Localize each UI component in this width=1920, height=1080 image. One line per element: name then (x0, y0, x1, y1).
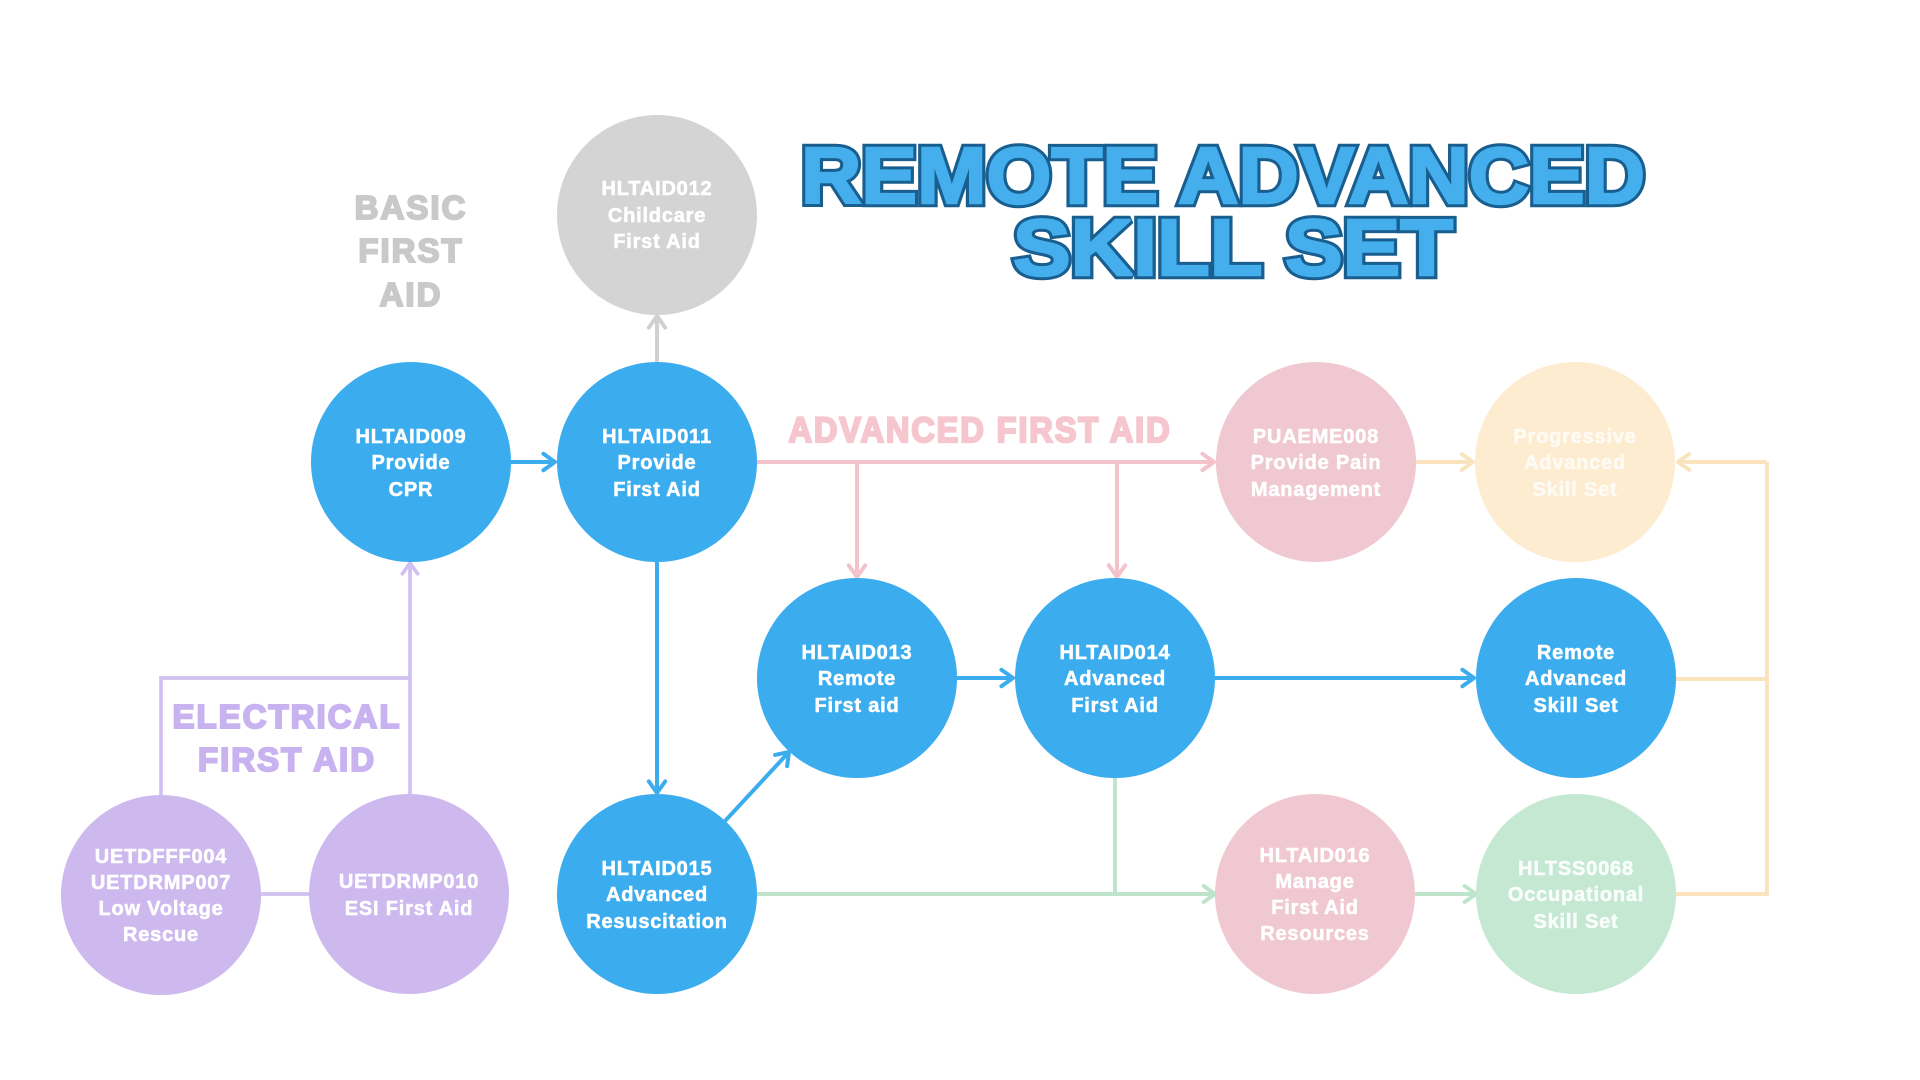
svg-text:First Aid: First Aid (1271, 897, 1359, 919)
svg-text:HLTSS0068: HLTSS0068 (1518, 858, 1634, 880)
svg-text:Advanced: Advanced (606, 884, 708, 906)
svg-text:CPR: CPR (389, 479, 434, 501)
svg-text:Advanced: Advanced (1524, 452, 1626, 474)
svg-text:ELECTRICAL: ELECTRICAL (173, 698, 402, 735)
svg-text:ESI First Aid: ESI First Aid (345, 898, 474, 920)
svg-text:REMOTE ADVANCED: REMOTE ADVANCED (801, 132, 1645, 221)
svg-text:Skill Set: Skill Set (1532, 479, 1617, 501)
svg-text:UETDFFF004: UETDFFF004 (95, 846, 228, 868)
svg-text:UETDRMP010: UETDRMP010 (339, 871, 479, 893)
svg-text:HLTAID009: HLTAID009 (356, 426, 467, 448)
svg-text:Progressive: Progressive (1513, 426, 1636, 448)
svg-text:HLTAID016: HLTAID016 (1260, 845, 1371, 867)
svg-text:PUAEME008: PUAEME008 (1253, 426, 1379, 448)
svg-text:SKILL SET: SKILL SET (1013, 203, 1453, 292)
svg-text:UETDRMP007: UETDRMP007 (91, 872, 231, 894)
svg-text:HLTAID012: HLTAID012 (602, 178, 713, 200)
svg-text:HLTAID013: HLTAID013 (802, 642, 913, 664)
svg-text:BASIC: BASIC (355, 189, 468, 226)
svg-text:FIRST: FIRST (358, 232, 463, 269)
svg-text:REMOTE ADVANCED: REMOTE ADVANCED (801, 132, 1645, 221)
svg-text:Skill Set: Skill Set (1533, 695, 1618, 717)
svg-text:AID: AID (380, 276, 443, 313)
svg-text:Provide Pain: Provide Pain (1251, 452, 1382, 474)
svg-text:Low Voltage: Low Voltage (98, 898, 223, 920)
svg-text:Remote: Remote (818, 668, 896, 690)
svg-text:Management: Management (1251, 479, 1381, 501)
svg-text:Manage: Manage (1275, 871, 1354, 893)
svg-text:Resuscitation: Resuscitation (586, 911, 728, 933)
svg-text:Skill Set: Skill Set (1533, 911, 1618, 933)
svg-text:Provide: Provide (372, 452, 451, 474)
svg-text:First aid: First aid (815, 695, 900, 717)
svg-text:First Aid: First Aid (1071, 695, 1159, 717)
svg-text:SKILL SET: SKILL SET (1013, 203, 1453, 292)
svg-text:Rescue: Rescue (123, 924, 199, 946)
svg-text:ADVANCED FIRST AID: ADVANCED FIRST AID (789, 411, 1172, 450)
svg-text:HLTAID015: HLTAID015 (602, 858, 713, 880)
svg-text:Remote: Remote (1537, 642, 1615, 664)
svg-text:HLTAID014: HLTAID014 (1060, 642, 1171, 664)
svg-text:Advanced: Advanced (1064, 668, 1166, 690)
svg-text:Occupational: Occupational (1508, 884, 1644, 906)
svg-text:First Aid: First Aid (613, 479, 701, 501)
svg-text:Resources: Resources (1260, 923, 1369, 945)
svg-text:HLTAID011: HLTAID011 (602, 426, 712, 448)
svg-text:Childcare: Childcare (608, 205, 706, 227)
svg-text:Advanced: Advanced (1525, 668, 1627, 690)
svg-text:First Aid: First Aid (613, 231, 701, 253)
svg-text:FIRST AID: FIRST AID (198, 741, 376, 778)
svg-text:Provide: Provide (618, 452, 697, 474)
